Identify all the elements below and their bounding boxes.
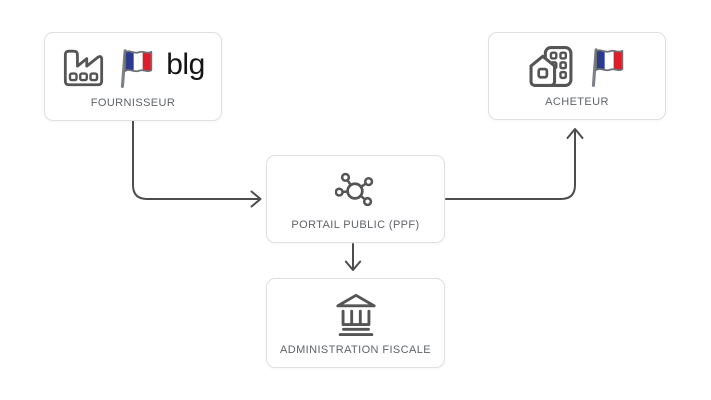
portail-public-label: PORTAIL PUBLIC (PPF) [291,219,420,231]
france-flag-icon [587,44,627,89]
acheteur-label: ACHETEUR [545,96,609,108]
fournisseur-icons: blg [61,33,205,97]
network-hub-icon [334,169,377,211]
blg-logo: blg [166,48,205,81]
node-administration-fiscale: ADMINISTRATION FISCALE [266,278,445,368]
arrow-ppf-to-acheteur [445,128,584,200]
administration-fiscale-label: ADMINISTRATION FISCALE [280,344,431,356]
fournisseur-label: FOURNISSEUR [90,97,176,109]
portail-icons [334,156,377,219]
node-fournisseur: blg FOURNISSEUR [44,32,222,121]
node-portail-public: PORTAIL PUBLIC (PPF) [266,155,445,243]
administration-icons [333,279,379,344]
node-acheteur: ACHETEUR [488,32,666,120]
arrow-ppf-to-administration [344,243,362,271]
arrow-fournisseur-to-ppf [132,120,262,208]
bank-icon [333,291,379,337]
france-flag-icon [116,45,156,90]
factory-icon [61,47,106,88]
acheteur-icons [527,33,627,96]
office-building-icon [527,44,577,89]
